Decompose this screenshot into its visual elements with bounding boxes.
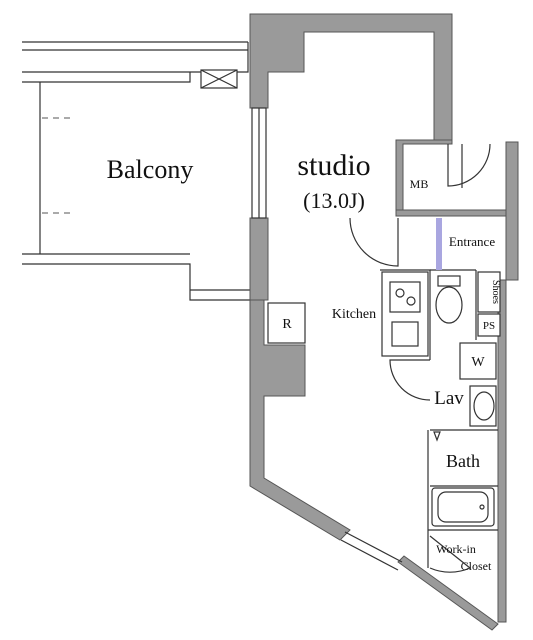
ps-label: PS: [483, 320, 495, 332]
walls: [249, 13, 519, 631]
shoes-label: Shoes: [490, 280, 501, 304]
studio-window: [251, 107, 267, 219]
balcony-area: [22, 41, 252, 301]
refrigerator-box: [267, 302, 306, 344]
toilet: [435, 275, 463, 324]
closet-label-line1: Work-in: [436, 542, 476, 556]
lav-basin: [469, 385, 497, 427]
bath-step: [433, 431, 441, 442]
partitions: [380, 269, 498, 568]
stove: [389, 281, 421, 313]
entrance-step: [436, 218, 442, 270]
mb-label: MB: [410, 177, 429, 191]
kitchen-fixtures: [381, 271, 429, 357]
bath-label: Bath: [446, 451, 480, 471]
sink: [391, 321, 419, 347]
shoes-cabinet: [477, 271, 501, 313]
entrance-label: Entrance: [449, 234, 495, 249]
ps-box: [477, 313, 501, 337]
bottom-window: [340, 531, 403, 571]
kitchen-label: Kitchen: [332, 307, 376, 322]
doors: [349, 143, 491, 573]
closet-label-line2: Closet: [461, 559, 492, 573]
studio-label: studio: [297, 149, 370, 182]
bathtub: [431, 487, 495, 527]
washer-box: [459, 342, 497, 380]
balcony-label: Balcony: [107, 155, 194, 184]
lav-label: Lav: [434, 388, 464, 409]
refrigerator-label: R: [282, 317, 292, 332]
studio-area-label: (13.0J): [303, 188, 365, 213]
washer-label: W: [471, 355, 485, 370]
